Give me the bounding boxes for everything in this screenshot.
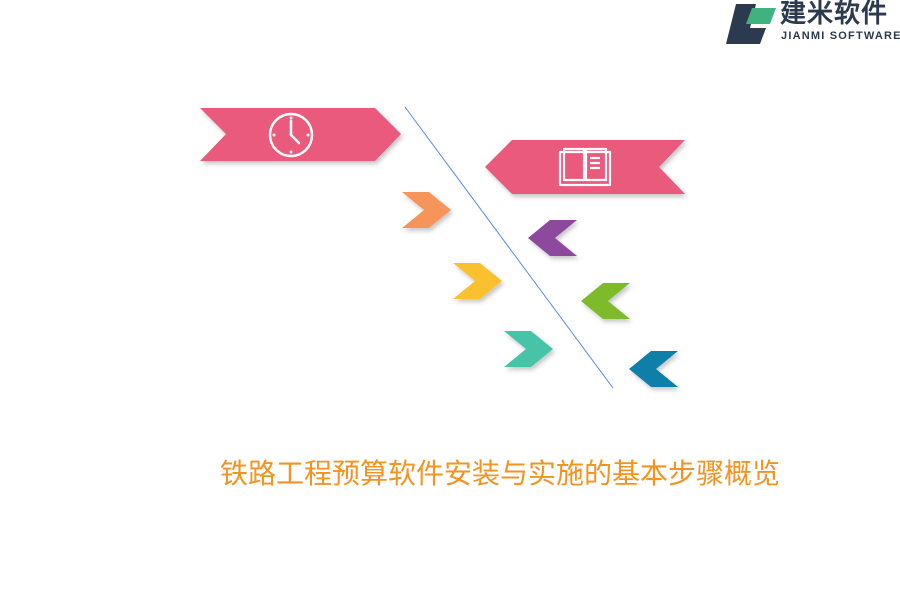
banner-left-shape [200,108,401,161]
chevron-green [581,283,630,319]
banner-right [485,140,685,194]
chevron-teal [504,331,553,367]
chevron-blue [629,351,678,387]
clock-icon [268,112,314,158]
jianmi-logo-icon [726,4,776,44]
book-icon [558,147,612,187]
brand-logo: 建米软件 JIANMI SOFTWARE [722,0,900,48]
chevron-purple [528,220,577,256]
chevron-orange [402,192,451,228]
banner-left [200,108,401,161]
diagram-spine [404,106,614,389]
brand-name-en: JIANMI SOFTWARE [781,30,900,42]
page-caption: 铁路工程预算软件安装与实施的基本步骤概览 [219,457,780,490]
brand-name-cn: 建米软件 [780,0,889,29]
chevron-yellow [453,263,502,299]
